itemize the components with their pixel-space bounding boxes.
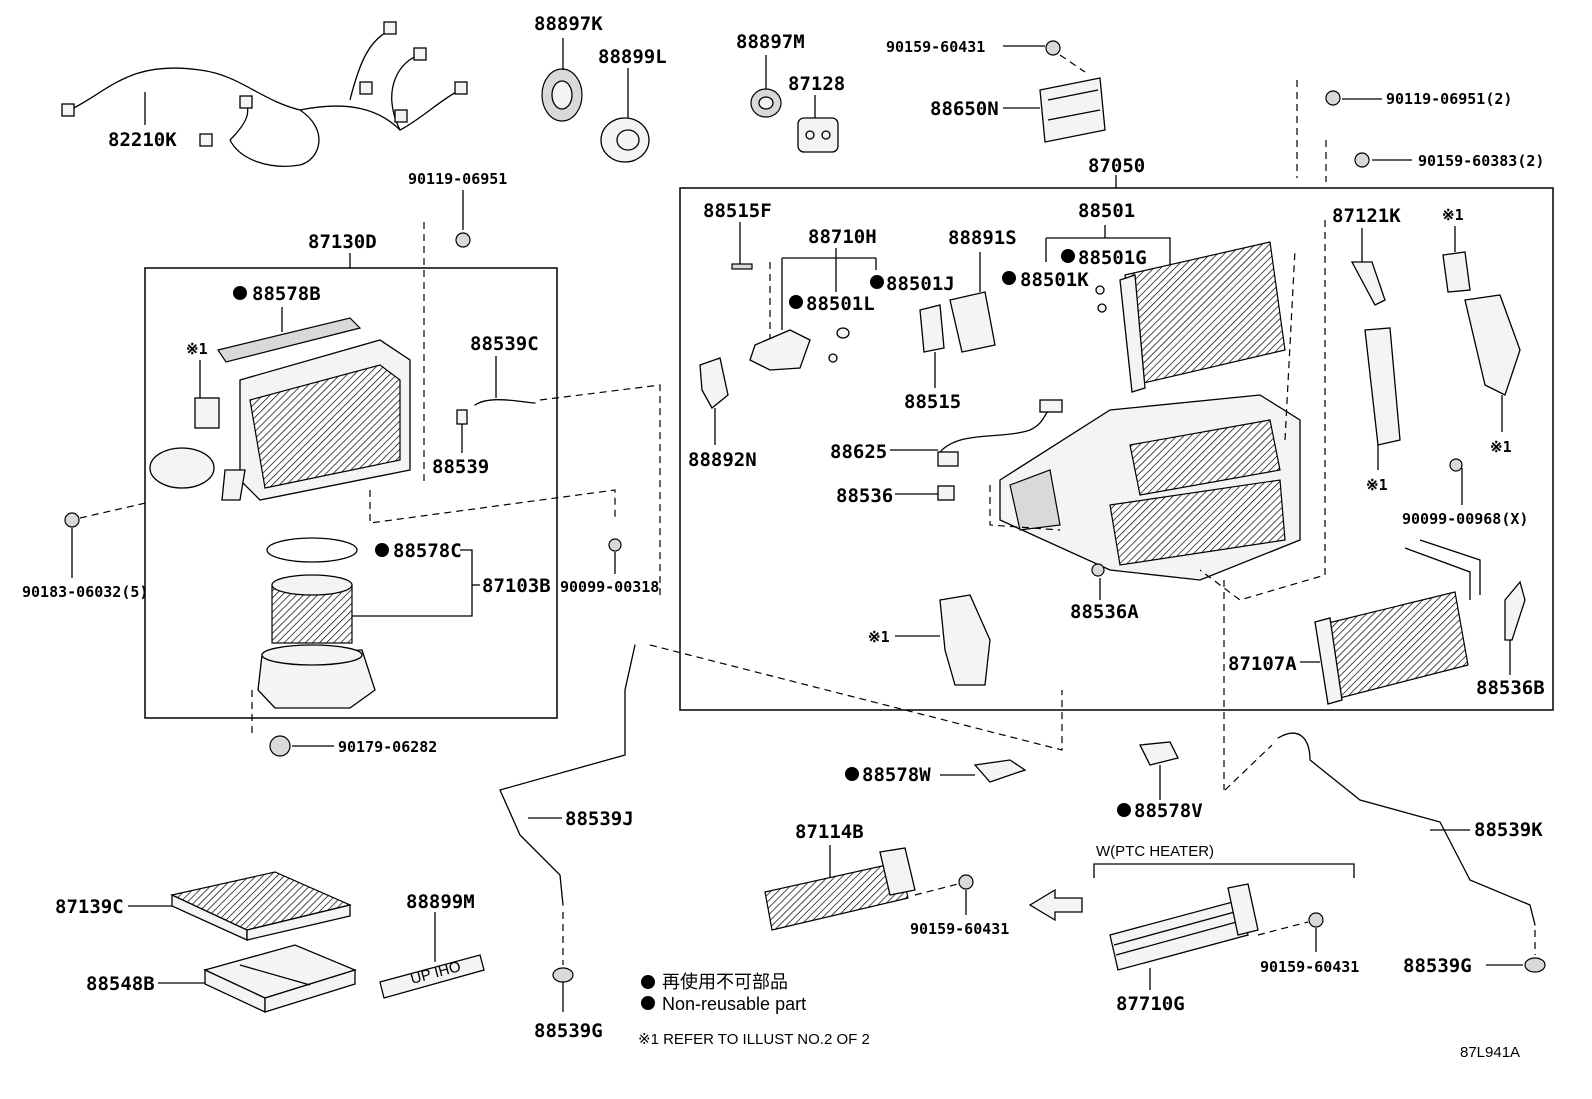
- drain-hose-j-drawing: [499, 644, 636, 906]
- part-label-88539c: 88539C: [470, 333, 539, 355]
- part-label-90159-60431-mid: 90159-60431: [910, 920, 1009, 938]
- ref-note-1e: ※1: [868, 628, 890, 646]
- part-label-90159-60431-top: 90159-60431: [886, 38, 985, 56]
- part-label-88899m: 88899M: [406, 891, 475, 913]
- ref-note-1d: ※1: [1490, 438, 1512, 456]
- part-label-90099-00318: 90099-00318: [560, 578, 659, 596]
- part-label-88539k: 88539K: [1474, 819, 1543, 841]
- grommet-drawing: [750, 88, 839, 153]
- evaporator-drawing: [1119, 241, 1286, 393]
- filter-tray-drawing: [203, 944, 357, 1014]
- cover-strip-drawing: UP IHO: [379, 954, 485, 999]
- ptc-heater-drawing: [764, 847, 916, 931]
- illustration-code: 87L941A: [1460, 1044, 1520, 1061]
- part-label-88899l: 88899L: [598, 46, 667, 68]
- part-label-90183-06032-5: 90183-06032(5): [22, 583, 148, 601]
- blower-unit-drawing: [149, 317, 411, 501]
- drain-hose-k-drawing: [1277, 732, 1536, 926]
- part-label-88578w: 88578W: [862, 764, 931, 786]
- part-label-88897m: 88897M: [736, 31, 805, 53]
- part-label-90119-06951-2: 90119-06951(2): [1386, 90, 1512, 108]
- part-label-90119-06951: 90119-06951: [408, 170, 507, 188]
- gasket-ring-drawing: [266, 537, 358, 563]
- part-label-88625: 88625: [830, 441, 887, 463]
- part-label-88536: 88536: [836, 485, 893, 507]
- servo-drawing: [919, 291, 996, 353]
- clip-icon: [608, 538, 622, 552]
- part-label-90099-00968-x: 90099-00968(X): [1402, 510, 1528, 528]
- part-label-88501l: 88501L: [806, 293, 875, 315]
- part-label-88515: 88515: [904, 391, 961, 413]
- seal-drawing: [1138, 741, 1179, 766]
- part-label-88897k: 88897K: [534, 13, 603, 35]
- part-label-90179-06282: 90179-06282: [338, 738, 437, 756]
- arrow-left-icon: [1028, 888, 1083, 922]
- wire-harness-drawing: [61, 21, 468, 167]
- ptc-heater-2-drawing: [1109, 883, 1259, 971]
- part-label-88501j: 88501J: [886, 273, 955, 295]
- part-label-88539: 88539: [432, 456, 489, 478]
- ref-note-1b: ※1: [1442, 206, 1464, 224]
- part-label-87114b: 87114B: [795, 821, 864, 843]
- part-label-88539g-right: 88539G: [1403, 955, 1472, 977]
- heater-core-drawing: [1314, 539, 1481, 705]
- part-label-90159-60431-right: 90159-60431: [1260, 958, 1359, 976]
- clip-drawing: [973, 759, 1027, 783]
- ref-note-1a: ※1: [186, 340, 208, 358]
- part-label-87710g: 87710G: [1116, 993, 1185, 1015]
- part-label-88578c: 88578C: [393, 540, 462, 562]
- part-label-88892n: 88892N: [688, 449, 757, 471]
- part-label-87130d: 87130D: [308, 231, 377, 253]
- part-label-90159-60383-2: 90159-60383(2): [1418, 152, 1544, 170]
- bracket-drawing: [1350, 251, 1521, 446]
- part-label-88891s: 88891S: [948, 227, 1017, 249]
- legend-non-reusable-jp: 再使用不可部品: [662, 972, 788, 992]
- assembly-box-87130d: [144, 267, 558, 719]
- part-label-88578v: 88578V: [1134, 800, 1203, 822]
- part-label-88710h: 88710H: [808, 226, 877, 248]
- seal-ring-drawing: [541, 68, 650, 163]
- part-label-88501k: 88501K: [1020, 269, 1089, 291]
- nut-icon: [269, 735, 291, 757]
- hvac-case-drawing: [999, 394, 1301, 581]
- part-label-88536a: 88536A: [1070, 601, 1139, 623]
- screw-drawing: [1325, 90, 1370, 168]
- part-label-87121k: 87121K: [1332, 205, 1401, 227]
- part-label-88536b: 88536B: [1476, 677, 1545, 699]
- blower-motor-drawing: [257, 574, 376, 709]
- part-label-87107a: 87107A: [1228, 653, 1297, 675]
- screw-icon: [64, 512, 80, 528]
- ref-note-1c: ※1: [1366, 476, 1388, 494]
- part-label-87103b: 87103B: [482, 575, 551, 597]
- part-label-87050: 87050: [1088, 155, 1145, 177]
- actuator-2-drawing: [939, 594, 991, 686]
- actuator-drawing: [699, 327, 850, 409]
- w-ptc-heater-caption: W(PTC HEATER): [1096, 843, 1214, 860]
- part-label-88548b: 88548B: [86, 973, 155, 995]
- part-label-88578b: 88578B: [252, 283, 321, 305]
- part-label-87139c: 87139C: [55, 896, 124, 918]
- bolt-icon: [455, 232, 471, 248]
- control-module-drawing: [1039, 40, 1106, 143]
- cabin-filter-drawing: [170, 871, 352, 942]
- part-label-82210k: 82210K: [108, 129, 177, 151]
- part-label-88539j: 88539J: [565, 808, 634, 830]
- part-label-88515f: 88515F: [703, 200, 772, 222]
- part-label-87128: 87128: [788, 73, 845, 95]
- legend-non-reusable-en: Non-reusable part: [662, 994, 806, 1014]
- part-label-88539g-left: 88539G: [534, 1020, 603, 1042]
- part-label-88650n: 88650N: [930, 98, 999, 120]
- part-label-88501g: 88501G: [1078, 247, 1147, 269]
- part-label-88501: 88501: [1078, 200, 1135, 222]
- legend-refer-note: ※1 REFER TO ILLUST NO.2 OF 2: [638, 1031, 870, 1048]
